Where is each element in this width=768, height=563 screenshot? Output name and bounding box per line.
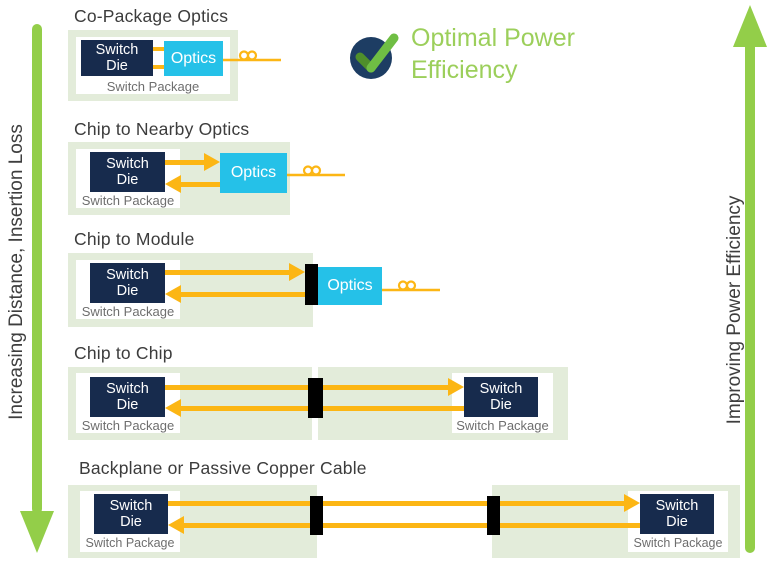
switch-package-label: Switch Package bbox=[81, 193, 175, 208]
right-axis-label: Improving Power Efficiency bbox=[724, 195, 745, 425]
right-arrowhead-icon bbox=[448, 378, 464, 396]
optics-box: Optics bbox=[220, 153, 287, 193]
switch-die-box: Switch Die bbox=[90, 377, 165, 417]
switch-die-box: Switch Die bbox=[464, 377, 538, 417]
row-title: Chip to Nearby Optics bbox=[74, 119, 250, 139]
fiber-pigtail-icon bbox=[382, 280, 440, 292]
callout-line-1: Optimal Power bbox=[411, 24, 575, 52]
tx-arrow bbox=[165, 385, 450, 390]
callout-line-2: Efficiency bbox=[411, 56, 518, 84]
switch-package-label: Switch Package bbox=[81, 304, 175, 319]
left-arrowhead-icon bbox=[168, 516, 184, 534]
up-arrow-icon bbox=[733, 5, 767, 47]
fiber-pigtail-icon bbox=[287, 165, 345, 177]
tx-arrow bbox=[168, 501, 626, 506]
tx-arrow bbox=[165, 160, 205, 165]
connector-bar bbox=[308, 378, 323, 418]
optics-box: Optics bbox=[318, 267, 382, 305]
optics-label: Optics bbox=[230, 164, 277, 181]
switch-die-box: Switch Die bbox=[81, 40, 153, 76]
right-arrowhead-icon bbox=[624, 494, 640, 512]
switch-die-label: Switch Die bbox=[95, 41, 139, 75]
row-title: Co-Package Optics bbox=[74, 6, 229, 26]
right-axis-shaft bbox=[745, 42, 755, 553]
optics-box: Optics bbox=[164, 41, 223, 76]
tx-arrow bbox=[165, 270, 291, 275]
switch-package-label: Switch Package bbox=[456, 418, 549, 433]
connector-bar bbox=[305, 264, 318, 305]
optics-label: Optics bbox=[170, 49, 217, 67]
rx-arrow bbox=[184, 523, 640, 528]
callout-text: Optimal Power Efficiency bbox=[411, 22, 575, 86]
left-arrowhead-icon bbox=[165, 399, 181, 417]
left-axis-shaft bbox=[32, 24, 42, 514]
switch-die-box: Switch Die bbox=[90, 263, 165, 303]
row-title: Chip to Module bbox=[74, 229, 195, 249]
row-title: Backplane or Passive Copper Cable bbox=[79, 458, 367, 478]
switch-die-box: Switch Die bbox=[90, 152, 165, 192]
switch-die-label: Switch Die bbox=[106, 155, 149, 189]
left-arrowhead-icon bbox=[165, 175, 181, 193]
switch-package-label: Switch Package bbox=[81, 418, 175, 433]
switch-package-label: Switch Package bbox=[106, 79, 200, 94]
left-axis-label: Increasing Distance, Insertion Loss bbox=[6, 124, 27, 420]
left-arrowhead-icon bbox=[165, 285, 181, 303]
electrical-link bbox=[153, 65, 164, 69]
optics-label: Optics bbox=[327, 277, 373, 294]
row-title: Chip to Chip bbox=[74, 343, 173, 363]
switch-package-label: Switch Package bbox=[85, 536, 175, 550]
switch-die-label: Switch Die bbox=[109, 497, 153, 531]
switch-die-box: Switch Die bbox=[94, 494, 168, 534]
switch-die-label: Switch Die bbox=[479, 380, 523, 414]
switch-die-box: Switch Die bbox=[640, 494, 714, 534]
check-circle-icon bbox=[350, 33, 399, 79]
right-arrowhead-icon bbox=[204, 153, 220, 171]
rx-arrow bbox=[181, 292, 306, 297]
switch-package-label: Switch Package bbox=[633, 536, 723, 550]
rx-arrow bbox=[181, 182, 220, 187]
switch-die-label: Switch Die bbox=[106, 266, 149, 300]
down-arrow-icon bbox=[20, 511, 54, 553]
switch-die-label: Switch Die bbox=[655, 497, 699, 531]
connector-bar bbox=[310, 496, 323, 535]
fiber-pigtail-icon bbox=[223, 50, 281, 62]
electrical-link bbox=[153, 47, 164, 51]
connector-bar bbox=[487, 496, 500, 535]
switch-die-label: Switch Die bbox=[106, 380, 149, 414]
right-arrowhead-icon bbox=[289, 263, 305, 281]
